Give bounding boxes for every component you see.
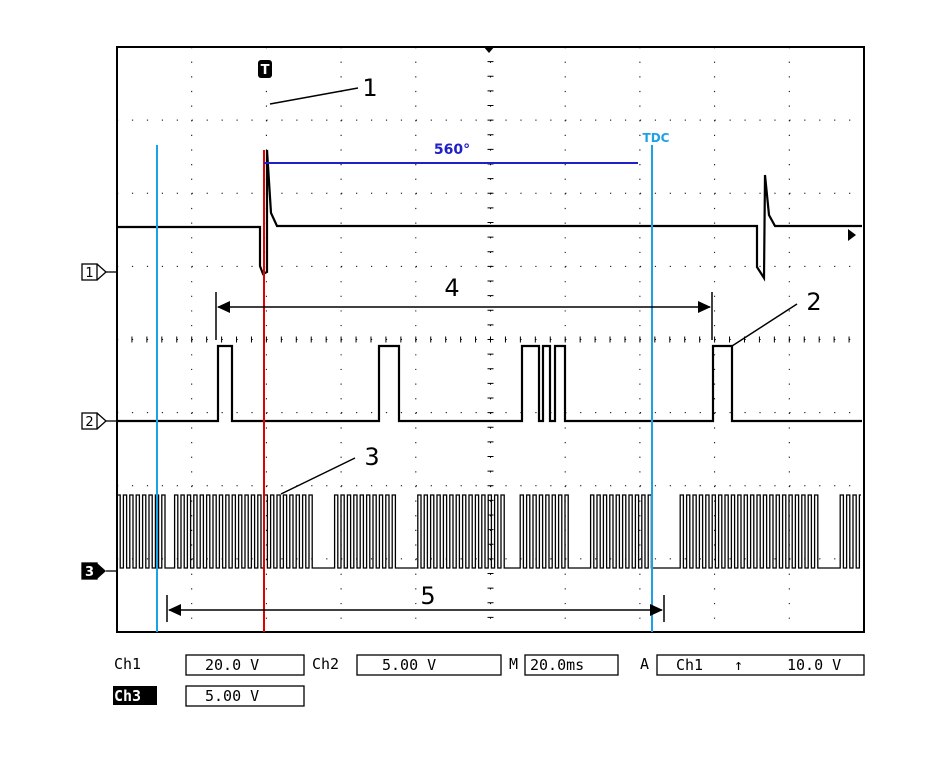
callout-5: 5 [420,582,435,610]
channel-2-marker: 2 [81,412,117,430]
callout-3: 3 [364,443,379,471]
ch1-label: Ch1 [114,655,141,673]
callout-4: 4 [444,274,459,302]
status-bar-row-2: Ch3 5.00 V [113,685,305,707]
trace-channel-1 [117,149,862,282]
ch3-scale: 5.00 V [205,687,259,705]
status-bar: Ch1 20.0 V Ch2 5.00 V M 20.0ms A Ch1 ↑ 1… [114,654,865,676]
callout-2: 2 [806,288,821,316]
horizontal-position-marker [483,46,495,53]
trigger-marker-symbol: T [261,63,270,78]
ch2-label: Ch2 [312,655,339,673]
trigger-marker-icon [258,60,272,78]
svg-text:1: 1 [85,266,93,281]
callout-1: 1 [362,74,377,102]
svg-text:3: 3 [85,565,94,580]
ch2-scale: 5.00 V [382,656,436,674]
channel-1-marker: 1 [81,263,117,281]
timebase-scale: 20.0ms [530,656,584,674]
trace-channel-2 [117,344,862,423]
svg-text:2: 2 [85,415,93,430]
trigger-level-marker [848,229,856,241]
trace-channel-3 [116,494,861,569]
traces [116,149,862,569]
dimension-arrow-5 [166,595,665,622]
callout-leader-2 [731,303,798,347]
callout-leader-3 [280,457,356,495]
ch1-scale: 20.0 V [205,656,259,674]
ch3-label: Ch3 [114,687,141,705]
trigger-level: 10.0 V [787,656,841,674]
dimension-arrow-4 [215,292,713,340]
tdc-label: TDC [643,131,670,145]
timebase-label: M [509,655,518,673]
angle-label: 560° [434,142,470,158]
trigger-slope: ↑ [734,656,743,674]
channel-3-marker: 3 [81,562,117,580]
trigger-label: A [640,655,649,673]
trigger-channel: Ch1 [676,656,703,674]
callout-leader-1 [269,87,359,105]
graticule [116,46,865,633]
